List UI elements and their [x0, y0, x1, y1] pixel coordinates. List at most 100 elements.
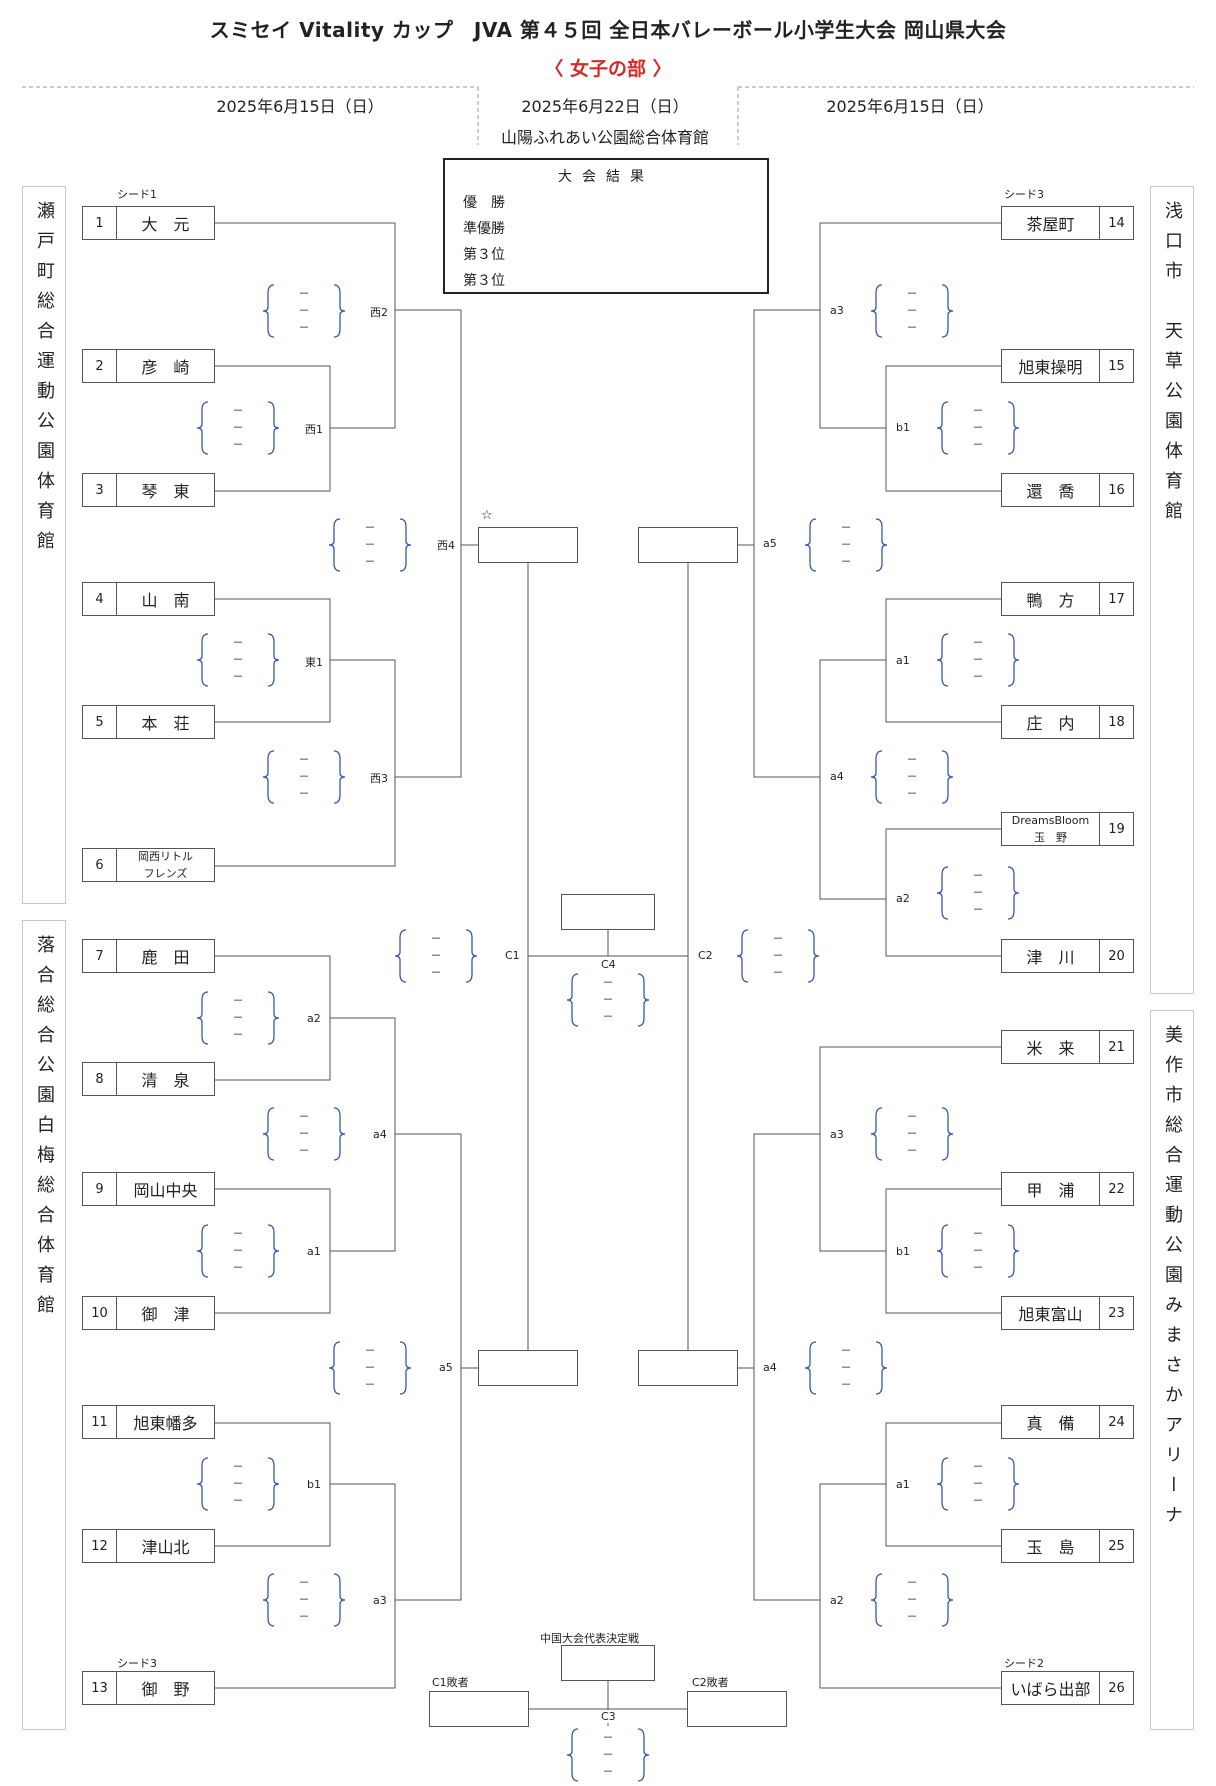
team-number: 13: [83, 1672, 117, 1704]
division-subtitle: 〈 女子の部 〉: [544, 58, 672, 80]
score-dash: －: [772, 949, 784, 962]
score-dash: －: [430, 932, 442, 945]
score-brace-open: [804, 518, 817, 572]
score-brace-close: [637, 973, 650, 1027]
score-dash: －: [906, 753, 918, 766]
match-label-r-a1: a1: [895, 654, 911, 667]
semifinal-box-left-bottom: [478, 1350, 578, 1386]
score-dash: －: [972, 438, 984, 451]
score-dash: －: [298, 287, 310, 300]
team-name: 庄 内: [1026, 714, 1075, 733]
score-brace-open: [196, 1224, 209, 1278]
team-number: 24: [1099, 1406, 1133, 1438]
match-label-c3: C3: [600, 1710, 617, 1723]
score-dash: －: [364, 521, 376, 534]
score-brace-close: [1007, 401, 1020, 455]
score-dash: －: [840, 1361, 852, 1374]
result-third-1: 第３位: [463, 247, 505, 263]
team-number: 17: [1099, 583, 1133, 615]
team-number: 8: [83, 1063, 117, 1095]
team-name: 茶屋町: [1026, 215, 1075, 234]
score-dash: －: [906, 304, 918, 317]
score-dash: －: [364, 1361, 376, 1374]
team-number: 15: [1099, 350, 1133, 382]
score-dash: －: [972, 1244, 984, 1257]
team-name: 鴨 方: [1026, 591, 1075, 610]
score-dash: －: [602, 976, 614, 989]
team-name: 津 川: [1026, 948, 1075, 967]
c2-loser-label: C2敗者: [692, 1676, 729, 1689]
team-name: 琴 東: [141, 482, 190, 501]
match-label-r-b1b: b1: [895, 1245, 911, 1258]
score-dash: －: [972, 886, 984, 899]
team-number: 25: [1099, 1530, 1133, 1562]
team-name: DreamsBloom 玉 野: [1002, 813, 1099, 845]
score-brace-open: [196, 401, 209, 455]
match-label-l-nishi2: 西2: [369, 304, 389, 320]
score-brace-open: [936, 633, 949, 687]
team-name-line1: DreamsBloom: [1011, 814, 1090, 827]
match-label-l-higashi1: 東1: [304, 654, 324, 670]
team-number: 10: [83, 1297, 117, 1329]
score-brace-open: [936, 401, 949, 455]
score-dash: －: [364, 538, 376, 551]
score-dash: －: [602, 1731, 614, 1744]
score-brace-close: [941, 1573, 954, 1627]
match-label-l-b1: b1: [306, 1478, 322, 1491]
score-dash: －: [232, 1477, 244, 1490]
score-brace-close: [941, 284, 954, 338]
team-name: 真 備: [1026, 1414, 1075, 1433]
score-dash: －: [972, 1261, 984, 1274]
team-name-line2: 玉 野: [1034, 831, 1067, 844]
score-brace-open: [870, 284, 883, 338]
score-dash: －: [602, 1748, 614, 1761]
score-dash: －: [840, 1378, 852, 1391]
team-name: 鹿 田: [141, 948, 190, 967]
semifinal-box-right-bottom: [638, 1350, 738, 1386]
score-dash: －: [298, 1144, 310, 1157]
score-dash: －: [364, 555, 376, 568]
team-name: 甲 浦: [1026, 1181, 1075, 1200]
score-dash: －: [972, 903, 984, 916]
score-dash: －: [840, 1344, 852, 1357]
score-brace-open: [262, 750, 275, 804]
team-number: 3: [83, 474, 117, 506]
team-number: 26: [1099, 1672, 1133, 1704]
score-dash: －: [298, 770, 310, 783]
score-dash: －: [906, 1576, 918, 1589]
score-brace-close: [1007, 633, 1020, 687]
score-brace-open: [566, 973, 579, 1027]
score-dash: －: [298, 1610, 310, 1623]
team-number: 14: [1099, 207, 1133, 239]
match-label-l-a3: a3: [372, 1594, 388, 1607]
score-brace-close: [1007, 866, 1020, 920]
score-brace-close: [875, 1341, 888, 1395]
venue-right-bottom: 美作市総合運動公園みまさかアリーナ: [1150, 1010, 1194, 1730]
result-champion: 優 勝: [463, 195, 505, 211]
team-number: 19: [1099, 813, 1133, 845]
score-dash: －: [972, 1227, 984, 1240]
team-name: 旭東富山: [1018, 1305, 1083, 1324]
score-dash: －: [298, 304, 310, 317]
result-third-2: 第３位: [463, 273, 505, 289]
score-brace-open: [736, 929, 749, 983]
score-brace-close: [465, 929, 478, 983]
score-brace-close: [333, 1107, 346, 1161]
score-dash: －: [906, 1610, 918, 1623]
team-name: 岡山中央: [133, 1181, 198, 1200]
team-number: 4: [83, 583, 117, 615]
score-dash: －: [906, 1144, 918, 1157]
score-dash: －: [364, 1378, 376, 1391]
score-dash: －: [840, 538, 852, 551]
match-label-r-c2: C2: [697, 949, 714, 962]
score-brace-open: [328, 518, 341, 572]
venue-left-bottom: 落合総合公園白梅総合体育館: [22, 920, 66, 1730]
